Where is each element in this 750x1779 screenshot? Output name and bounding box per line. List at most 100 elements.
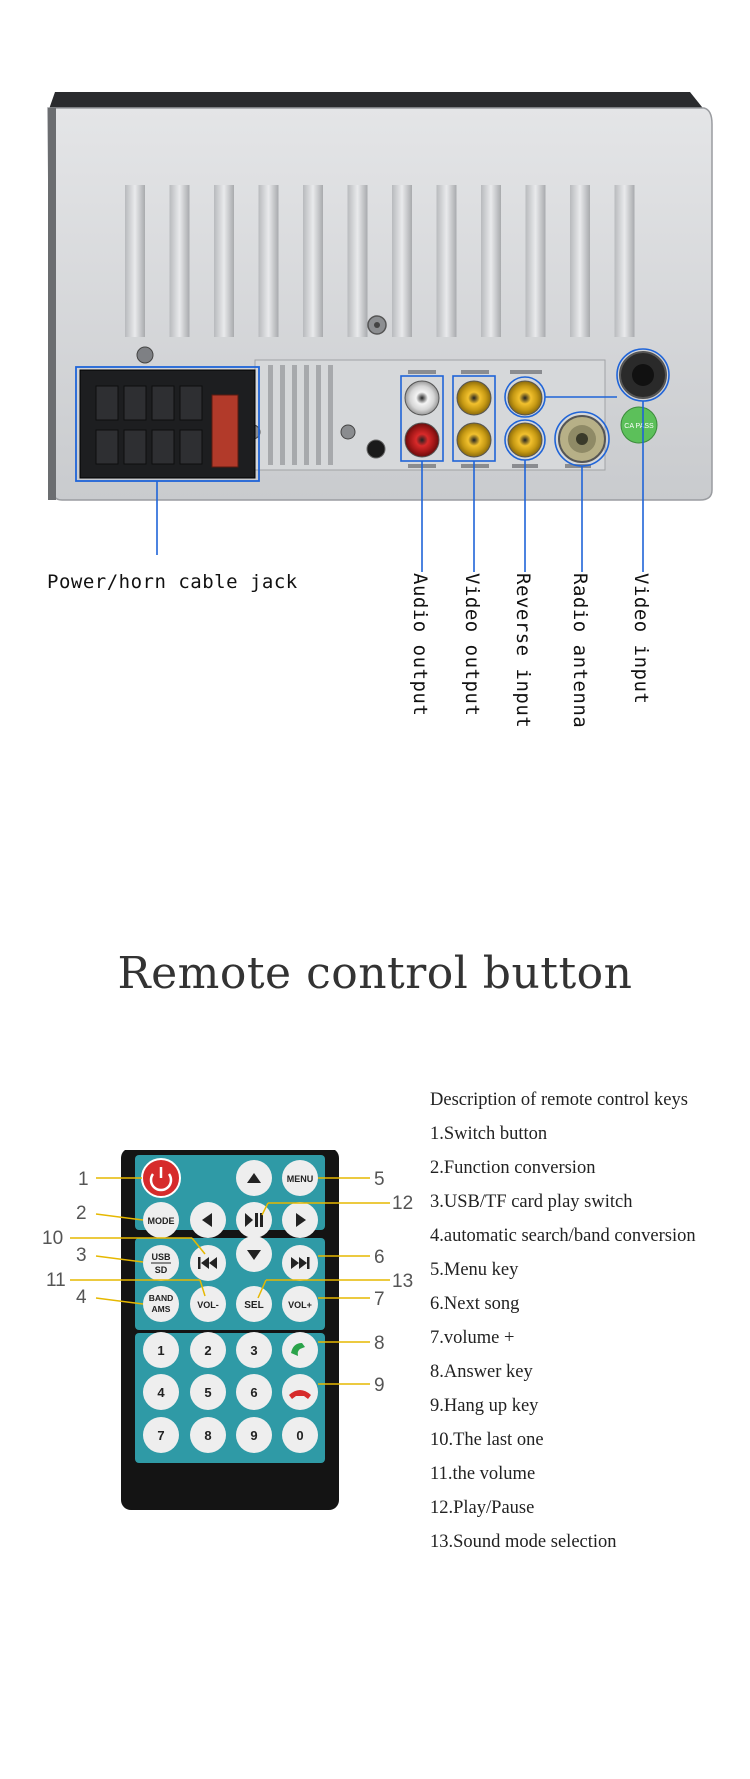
- iso-power-connector: [75, 366, 260, 482]
- section-heading: Remote control button: [117, 948, 633, 999]
- callout-8: 8: [374, 1333, 385, 1354]
- digit-button-8[interactable]: 8: [190, 1417, 226, 1453]
- power-button[interactable]: [141, 1158, 181, 1198]
- radio-antenna-socket: [554, 411, 610, 467]
- video-input-socket: [616, 348, 670, 402]
- svg-text:8: 8: [204, 1428, 211, 1443]
- connector-pins: [95, 385, 203, 465]
- right-button[interactable]: [282, 1202, 318, 1238]
- callout-9: 9: [374, 1375, 385, 1396]
- heat-sink-fin: [214, 185, 234, 337]
- left-button[interactable]: [190, 1202, 226, 1238]
- svg-text:VOL-: VOL-: [197, 1300, 219, 1310]
- label-audio-output: Audio output: [409, 573, 431, 717]
- svg-text:5: 5: [204, 1385, 211, 1400]
- up-button[interactable]: [236, 1160, 272, 1196]
- callout-6: 6: [374, 1247, 385, 1268]
- fuse: [211, 394, 239, 468]
- heat-sink-fin: [436, 185, 457, 337]
- description-item: 6.Next song: [430, 1294, 520, 1314]
- teal-panels: [135, 1155, 325, 1463]
- heat-sink-fin: [125, 185, 145, 337]
- digit-button-4[interactable]: 4: [143, 1374, 179, 1410]
- svg-text:3: 3: [250, 1343, 257, 1358]
- play-pause-button[interactable]: [236, 1202, 272, 1238]
- heat-sink-fin: [614, 185, 635, 337]
- svg-text:AMS: AMS: [152, 1304, 171, 1314]
- callout-1: 1: [78, 1169, 89, 1190]
- description-title: Description of remote control keys: [430, 1090, 688, 1110]
- svg-text:MENU: MENU: [287, 1174, 314, 1184]
- ca-pass-sticker: CA PASS: [620, 406, 658, 444]
- heat-sink-fins: [125, 185, 635, 337]
- callout-10: 10: [42, 1228, 63, 1249]
- vol-up-button[interactable]: VOL+: [282, 1286, 318, 1322]
- svg-text:VOL+: VOL+: [288, 1300, 312, 1310]
- digit-button-2[interactable]: 2: [190, 1332, 226, 1368]
- digit-button-6[interactable]: 6: [236, 1374, 272, 1410]
- connector-pin: [179, 429, 203, 465]
- svg-text:9: 9: [250, 1428, 257, 1443]
- svg-text:4: 4: [157, 1385, 165, 1400]
- band-ams-button[interactable]: BAND AMS: [143, 1286, 179, 1322]
- unit-top-edge: [48, 92, 706, 112]
- callout-4: 4: [76, 1287, 87, 1308]
- mode-button[interactable]: MODE: [143, 1202, 179, 1238]
- callout-2: 2: [76, 1203, 87, 1224]
- svg-text:1: 1: [157, 1343, 164, 1358]
- digit-button-3[interactable]: 3: [236, 1332, 272, 1368]
- description-item: 10.The last one: [430, 1430, 544, 1450]
- heat-sink-fin: [570, 185, 590, 337]
- svg-text:USB: USB: [151, 1252, 171, 1262]
- description-item: 12.Play/Pause: [430, 1498, 535, 1518]
- callout-3: 3: [76, 1245, 87, 1266]
- svg-text:2: 2: [204, 1343, 211, 1358]
- svg-text:0: 0: [296, 1428, 303, 1443]
- answer-button[interactable]: [282, 1332, 318, 1368]
- callout-leaders: [70, 1177, 390, 1385]
- description-item: 4.automatic search/band conversion: [430, 1226, 696, 1246]
- svg-text:7: 7: [157, 1428, 164, 1443]
- next-button[interactable]: [282, 1245, 318, 1281]
- digit-button-0[interactable]: 0: [282, 1417, 318, 1453]
- digit-button-9[interactable]: 9: [236, 1417, 272, 1453]
- down-button[interactable]: [236, 1236, 272, 1272]
- unit-left-edge: [48, 108, 56, 500]
- previous-button[interactable]: [190, 1245, 226, 1281]
- label-radio-antenna: Radio antenna: [569, 573, 591, 729]
- remote-control-diagram: MENU MODE USB SD BAND AMS: [42, 1150, 413, 1510]
- digit-button-1[interactable]: 1: [143, 1332, 179, 1368]
- svg-text:SD: SD: [155, 1265, 168, 1275]
- callout-12: 12: [392, 1193, 413, 1214]
- digit-button-5[interactable]: 5: [190, 1374, 226, 1410]
- connector-pin: [151, 385, 175, 421]
- digit-button-7[interactable]: 7: [143, 1417, 179, 1453]
- hangup-button[interactable]: [282, 1374, 318, 1410]
- vol-down-button[interactable]: VOL-: [190, 1286, 226, 1322]
- sel-button[interactable]: SEL: [236, 1286, 272, 1322]
- ca-pass-text: CA PASS: [624, 423, 654, 430]
- description-item: 7.volume +: [430, 1328, 515, 1348]
- menu-button[interactable]: MENU: [282, 1160, 318, 1196]
- leader-lines: [156, 396, 644, 572]
- svg-text:BAND: BAND: [149, 1293, 174, 1303]
- description-item: 1.Switch button: [430, 1124, 548, 1144]
- description-item: 5.Menu key: [430, 1260, 519, 1280]
- usb-sd-button[interactable]: USB SD: [143, 1245, 179, 1281]
- callout-7: 7: [374, 1289, 385, 1310]
- heat-sink-fin: [392, 185, 412, 337]
- description-item: 9.Hang up key: [430, 1396, 539, 1416]
- label-video-input: Video input: [630, 573, 652, 705]
- description-item: 3.USB/TF card play switch: [430, 1192, 633, 1212]
- heat-sink-fin: [525, 185, 546, 337]
- heat-sink-fin: [169, 185, 190, 337]
- connector-pin: [95, 385, 119, 421]
- heat-sink-fin: [303, 185, 323, 337]
- connector-pin: [95, 429, 119, 465]
- description-item: 11.the volume: [430, 1464, 536, 1484]
- label-power-cable: Power/horn cable jack: [47, 571, 298, 593]
- screw: [136, 346, 154, 364]
- svg-text:6: 6: [250, 1385, 257, 1400]
- svg-text:SEL: SEL: [244, 1300, 263, 1311]
- head-unit-rear-image: CA PASS: [47, 92, 713, 572]
